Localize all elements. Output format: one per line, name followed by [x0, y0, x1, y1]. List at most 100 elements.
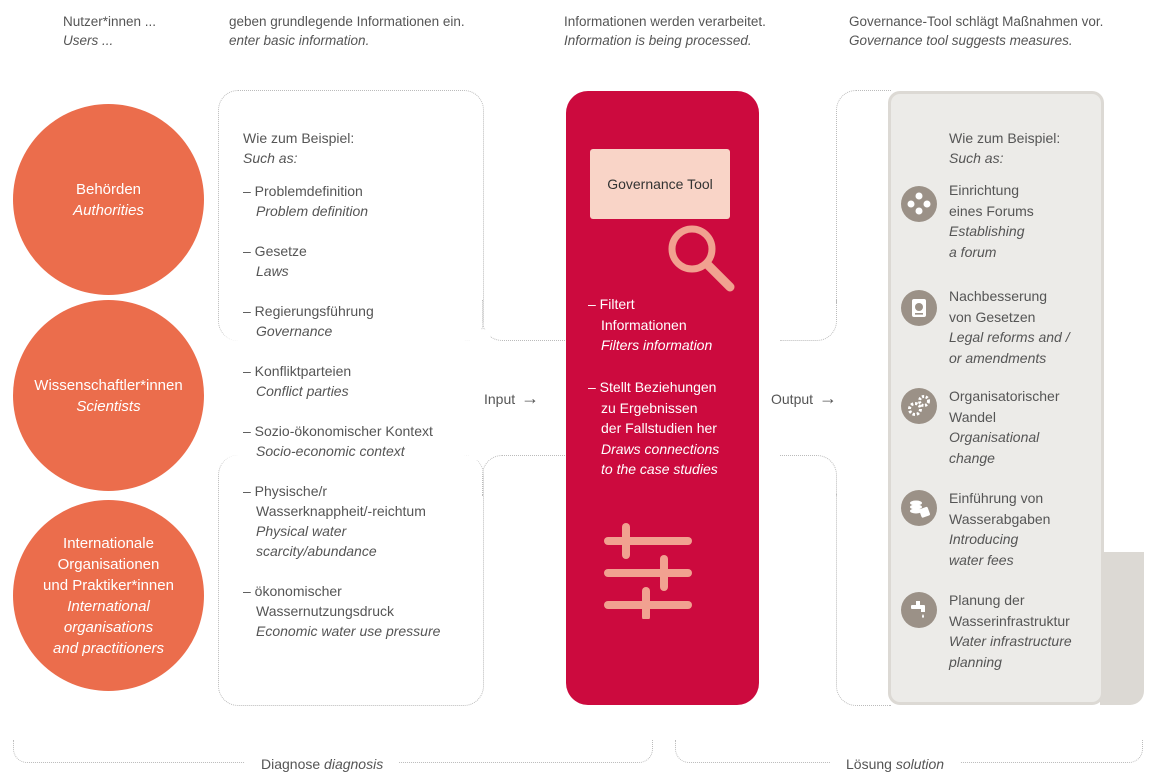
- solution-label-en: solution: [895, 756, 945, 772]
- measure-en: or amendments: [949, 349, 1047, 366]
- coins-icon: [901, 490, 937, 526]
- measure-en: Legal reforms and /: [949, 329, 1070, 345]
- input-frame-bottom: [218, 455, 484, 706]
- input-item-en: Governance: [256, 323, 333, 339]
- input-arrow-label: Input →: [484, 388, 539, 409]
- law-book-icon: [901, 290, 937, 326]
- input-item-en: Laws: [256, 263, 289, 279]
- tool-function-1: – Filtert Informationen Filters informat…: [588, 294, 712, 356]
- solution-label: Lösung solution: [830, 756, 961, 772]
- header-suggests-en: Governance tool suggests measures.: [849, 33, 1073, 48]
- measures-intro-en: Such as:: [949, 150, 1004, 166]
- input-item: – Physische/r Wasserknappheit/-reichtum …: [243, 481, 483, 561]
- solution-label-de: Lösung: [846, 756, 892, 772]
- input-item: – ökonomischer Wassernutzungsdruck Econo…: [243, 581, 483, 641]
- header-users-en: Users ...: [63, 33, 114, 48]
- input-item: – Sozio-ökonomischer Kontext Socio-econo…: [243, 421, 483, 461]
- measure-de: Einführung von: [949, 490, 1044, 506]
- magnifier-icon: [668, 225, 735, 292]
- output-frame-top-corner: [836, 90, 891, 303]
- tool-function-de: Informationen: [601, 316, 687, 333]
- output-frame-top: [780, 300, 837, 341]
- input-intro-de: Wie zum Beispiel:: [243, 130, 355, 146]
- header-input-info: geben grundlegende Informationen ein. en…: [229, 12, 465, 50]
- tool-function-en: Draws connections: [601, 440, 720, 457]
- input-item: – Gesetze Laws: [243, 241, 483, 281]
- measure-en: water fees: [949, 551, 1014, 568]
- user-label-de: Behörden: [75, 180, 142, 198]
- input-item-de: – Problemdefinition: [243, 183, 363, 199]
- sliders-icon: [604, 523, 692, 619]
- governance-tool-title: Governance Tool: [607, 176, 713, 192]
- output-frame-bottom-corner: [836, 494, 891, 706]
- header-input-info-en: enter basic information.: [229, 33, 370, 48]
- measure-item-laws: Nachbesserung von Gesetzen Legal reforms…: [901, 286, 1101, 376]
- measure-item-forum: Einrichtung eines Forums Establishing a …: [901, 180, 1101, 270]
- paper-curl: [1100, 552, 1144, 705]
- header-users: Nutzer*innen ... Users ...: [63, 12, 156, 50]
- measure-de: Wasserinfrastruktur: [949, 612, 1070, 629]
- measure-en: change: [949, 449, 995, 466]
- input-connector-bottom: [482, 455, 567, 496]
- water-tap-icon: [901, 592, 937, 628]
- diagnosis-label-en: diagnosis: [324, 756, 384, 772]
- measure-de: Organisatorischer: [949, 388, 1060, 404]
- input-item: – Regierungsführung Governance: [243, 301, 483, 341]
- user-label-en: and practitioners: [53, 639, 164, 657]
- input-item: – Konfliktparteien Conflict parties: [243, 361, 483, 401]
- input-item-de: – Regierungsführung: [243, 303, 374, 319]
- input-item-en: Problem definition: [256, 203, 369, 219]
- user-circle-authorities: Behörden Authorities: [13, 104, 204, 295]
- measure-de: Nachbesserung: [949, 288, 1048, 304]
- input-item-de: – Physische/r: [243, 483, 328, 499]
- input-item-en: Socio-economic context: [256, 443, 405, 459]
- arrow-right-icon: →: [521, 388, 540, 408]
- input-frame-top: [218, 90, 484, 341]
- frame-gap-mask: [470, 330, 490, 460]
- tool-function-de: – Filtert: [588, 296, 635, 312]
- governance-tool-panel: Governance Tool – Filtert Informationen …: [566, 91, 759, 705]
- user-label-en: Scientists: [76, 397, 141, 415]
- tool-function-2: – Stellt Beziehungen zu Ergebnissen der …: [588, 377, 719, 480]
- measure-en: Water infrastructure: [949, 633, 1072, 649]
- header-suggests-de: Governance-Tool schlägt Maßnahmen vor.: [849, 14, 1104, 29]
- user-label-en: International: [67, 597, 150, 615]
- output-arrow-label: Output →: [771, 388, 837, 409]
- user-label-en: Authorities: [73, 201, 144, 219]
- measure-en: Establishing: [949, 223, 1025, 239]
- diagnosis-label: Diagnose diagnosis: [245, 756, 400, 772]
- header-processing-de: Informationen werden verarbeitet.: [564, 14, 766, 29]
- arrow-right-icon: →: [819, 388, 838, 408]
- header-processing-en: Information is being processed.: [564, 33, 752, 48]
- measure-de: Wandel: [949, 408, 996, 425]
- user-circle-international: Internationale Organisationen und Prakti…: [13, 500, 204, 691]
- measures-intro-de: Wie zum Beispiel:: [949, 130, 1061, 146]
- input-item-de: Wassernutzungsdruck: [256, 603, 394, 619]
- user-label-de: und Praktiker*innen: [43, 576, 174, 594]
- tool-function-de: zu Ergebnissen: [601, 399, 698, 416]
- header-processing: Informationen werden verarbeitet. Inform…: [564, 12, 766, 50]
- measure-item-infrastructure: Planung der Wasserinfrastruktur Water in…: [901, 592, 1101, 682]
- header-suggests: Governance-Tool schlägt Maßnahmen vor. G…: [849, 12, 1103, 50]
- people-forum-icon: [901, 186, 937, 222]
- header-users-de: Nutzer*innen ...: [63, 14, 157, 29]
- user-circle-scientists: Wissenschaftler*innen Scientists: [13, 300, 204, 491]
- measure-en: Introducing: [949, 531, 1019, 547]
- input-item-de: – Sozio-ökonomischer Kontext: [243, 423, 433, 439]
- header-input-info-de: geben grundlegende Informationen ein.: [229, 14, 465, 29]
- measure-item-organisational: Organisatorischer Wandel Organisational …: [901, 388, 1101, 478]
- governance-tool-box: Governance Tool: [590, 149, 730, 219]
- input-label: Input: [484, 390, 516, 407]
- measure-de: Wasserabgaben: [949, 510, 1051, 527]
- measure-de: eines Forums: [949, 202, 1034, 219]
- tool-function-de: der Fallstudien her: [601, 420, 717, 436]
- input-item-de: – Gesetze: [243, 243, 307, 259]
- diagnosis-label-de: Diagnose: [261, 756, 321, 772]
- measures-intro: Wie zum Beispiel: Such as:: [949, 128, 1060, 168]
- gears-icon: [901, 388, 937, 424]
- input-examples: Wie zum Beispiel: Such as: – Problemdefi…: [243, 128, 483, 661]
- input-item-en: scarcity/abundance: [256, 543, 377, 559]
- measure-item-water-fees: Einführung von Wasserabgaben Introducing…: [901, 490, 1101, 580]
- measure-de: von Gesetzen: [949, 308, 1036, 325]
- output-label: Output: [771, 390, 814, 407]
